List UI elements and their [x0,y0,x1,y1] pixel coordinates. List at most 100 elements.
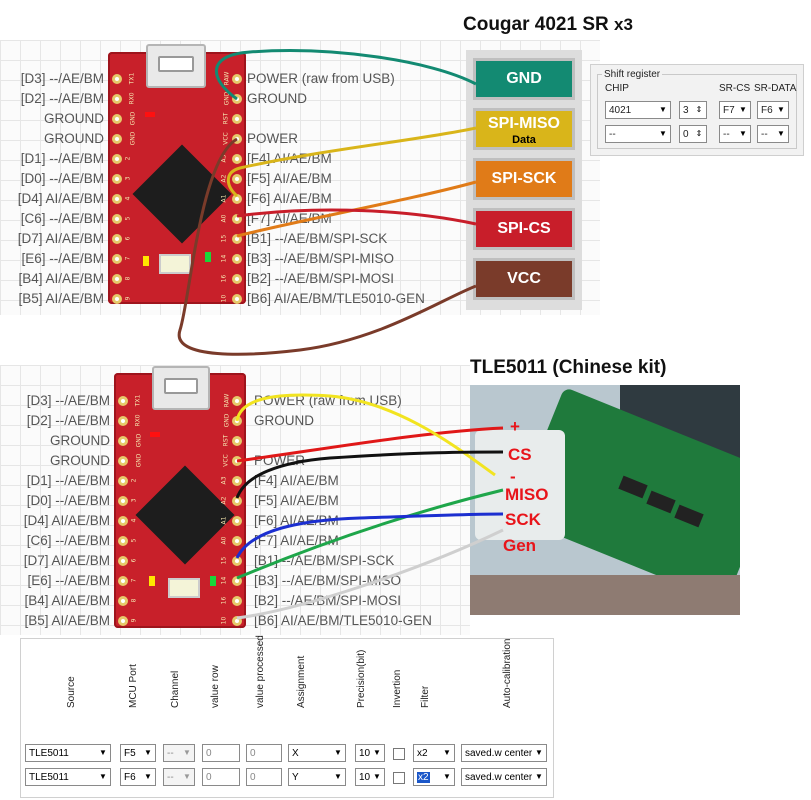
pin-label-right: [F5] AI/AE/BM [254,493,339,508]
pin-label-right: POWER [254,453,306,468]
sr-chip-header: CHIP [605,83,629,94]
board-pin-left [118,536,128,546]
silk-label-right: A0 [220,214,228,223]
row2-filter-select[interactable]: x2▼ [413,768,455,786]
board-pin-left [112,134,122,144]
table-header: MCU Port [128,664,139,708]
row2-assignment-select[interactable]: Y▼ [288,768,346,786]
silk-label-left: 9 [124,296,132,301]
chevron-down-icon: ▼ [736,102,750,118]
table-header: value processed [255,635,266,708]
silk-label-right: 10 [220,294,228,303]
table-header: Channel [170,670,181,708]
row1-channel-select[interactable]: --▼ [163,744,195,762]
pin-label-left: [D7] AI/AE/BM [17,231,104,246]
pin-label-left: [B5] AI/AE/BM [24,613,110,628]
sr-chip-select-1[interactable]: 4021▼ [605,101,671,119]
silk-label-left: GND [135,433,143,448]
shift-register-legend: Shift register [604,69,661,80]
pin-label-right: [F4] AI/AE/BM [247,151,332,166]
pin-label-left: [C6] --/AE/BM [26,533,110,548]
row2-source-select[interactable]: TLE5011▼ [25,768,111,786]
pin-label-left: [B5] AI/AE/BM [18,291,104,306]
row2-precision-select[interactable]: 10▼ [355,768,385,786]
sr-data-header: SR-DATA [754,83,797,94]
row2-invert-checkbox[interactable] [393,772,405,784]
silk-label-right: A0 [220,536,228,545]
board-pin-right [232,234,242,244]
board-pin-left [112,214,122,224]
chevron-down-icon: ▼ [656,102,670,118]
board-pin-right [232,516,242,526]
board-pin-right [232,496,242,506]
row1-port-select[interactable]: F5▼ [120,744,156,762]
row1-filter-select[interactable]: x2▼ [413,744,455,762]
silk-label-right: 14 [220,576,228,585]
pin-label-right: [F5] AI/AE/BM [247,171,332,186]
pin-label-right: [B3] --/AE/BM/SPI-MISO [247,251,395,266]
sensor-label-gen: Gen [503,536,537,555]
board-pin-left [118,396,128,406]
silk-label-right: RAW [223,71,231,86]
chevron-down-icon: ▼ [440,769,454,785]
top-usb-connector [146,44,206,88]
silk-label-left: 8 [124,276,132,281]
silk-label-right: A2 [220,496,228,505]
silk-label-right: A1 [220,194,228,203]
pin-label-left: [D2] --/AE/BM [26,413,110,428]
board-pin-right [232,254,242,264]
row1-invert-checkbox[interactable] [393,748,405,760]
pin-label-left: [D2] --/AE/BM [20,91,104,106]
silk-label-left: GND [129,111,137,126]
board-pin-left [112,174,122,184]
row2-autocal-select[interactable]: saved.w center▼ [461,768,547,786]
pin-label-right: [B2] --/AE/BM/SPI-MOSI [254,593,402,608]
sensor-label-miso: MISO [505,485,549,504]
silk-label-right: RAW [223,393,231,408]
sensor-label-cs: CS [508,445,532,464]
row1-autocal-select[interactable]: saved.w center▼ [461,744,547,762]
silk-label-left: 2 [130,478,138,483]
table-header: value row [210,665,221,708]
board-pin-left [112,274,122,284]
pin-label-left: GROUND [44,131,104,146]
board-pin-right [232,114,242,124]
silk-label-left: 5 [124,216,132,221]
pin-label-right: [B3] --/AE/BM/SPI-MISO [254,573,402,588]
sr-data-select-2[interactable]: --▼ [757,125,789,143]
board-pin-left [118,456,128,466]
silk-label-left: 7 [124,256,132,261]
sr-cs-select-2[interactable]: --▼ [719,125,751,143]
chevron-down-icon: ▼ [331,745,345,761]
board-pin-left [112,254,122,264]
connector-data-sublabel: Data [512,134,536,146]
chevron-down-icon: ▼ [736,126,750,142]
silk-label-left: 6 [124,236,132,241]
sr-data-select-1[interactable]: F6▼ [757,101,789,119]
chevron-down-icon: ▼ [96,769,110,785]
row2-port-select[interactable]: F6▼ [120,768,156,786]
sr-count-spinner-1[interactable]: 3⇕ [679,101,707,119]
sr-chip-select-2[interactable]: --▼ [605,125,671,143]
row1-raw-value: 0 [202,744,240,762]
silk-label-right: A3 [220,476,228,485]
board-pin-right [232,214,242,224]
row1-assignment-select[interactable]: X▼ [288,744,346,762]
board-pin-right [232,596,242,606]
connector-spi-miso: SPI-MISO Data [473,108,575,150]
table-header: Precision(bit) [356,649,367,708]
row1-precision-select[interactable]: 10▼ [355,744,385,762]
row2-channel-select[interactable]: --▼ [163,768,195,786]
pin-label-left: [D1] --/AE/BM [26,473,110,488]
board-pin-right [232,456,242,466]
silk-label-left: 8 [130,598,138,603]
sr-cs-select-1[interactable]: F7▼ [719,101,751,119]
sr-count-spinner-2[interactable]: 0⇕ [679,125,707,143]
top-led-yellow [143,256,149,266]
pin-label-left: [D0] --/AE/BM [26,493,110,508]
row1-source-select[interactable]: TLE5011▼ [25,744,111,762]
pin-label-right: GROUND [254,413,314,428]
chevron-down-icon: ▼ [180,769,194,785]
pin-label-left: [D3] --/AE/BM [26,393,110,408]
silk-label-right: A2 [220,174,228,183]
